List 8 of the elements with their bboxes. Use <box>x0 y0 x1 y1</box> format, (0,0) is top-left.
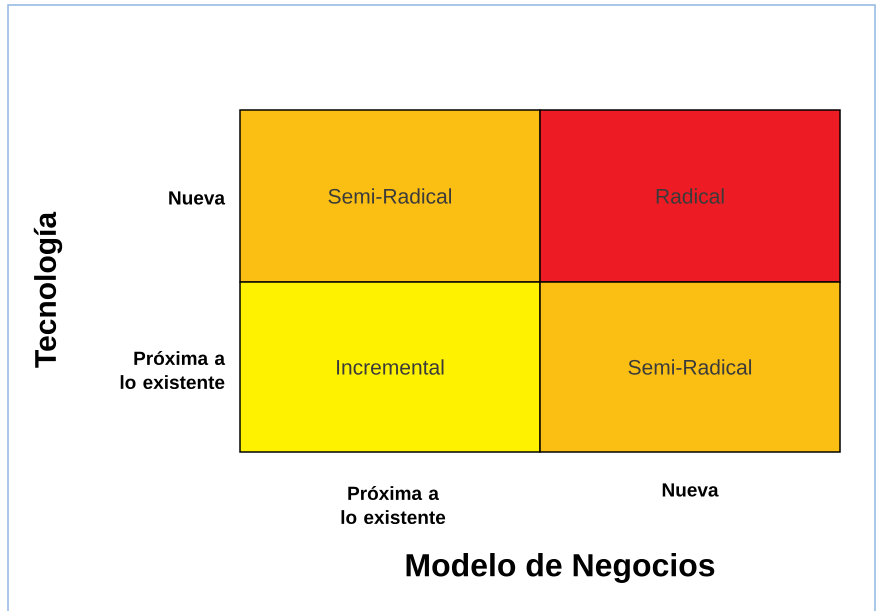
column-label: Próxima a lo existente <box>342 486 446 524</box>
matrix-cell: Incremental <box>239 281 541 453</box>
column-label: Nueva <box>662 483 719 497</box>
axis-title: Modelo de Negocios <box>406 553 714 583</box>
axis-title: Tecnología <box>34 212 62 368</box>
matrix-cell: Semi-Radical <box>239 109 541 283</box>
matrix-cell: Radical <box>539 109 841 283</box>
matrix-cell: Semi-Radical <box>539 281 841 453</box>
